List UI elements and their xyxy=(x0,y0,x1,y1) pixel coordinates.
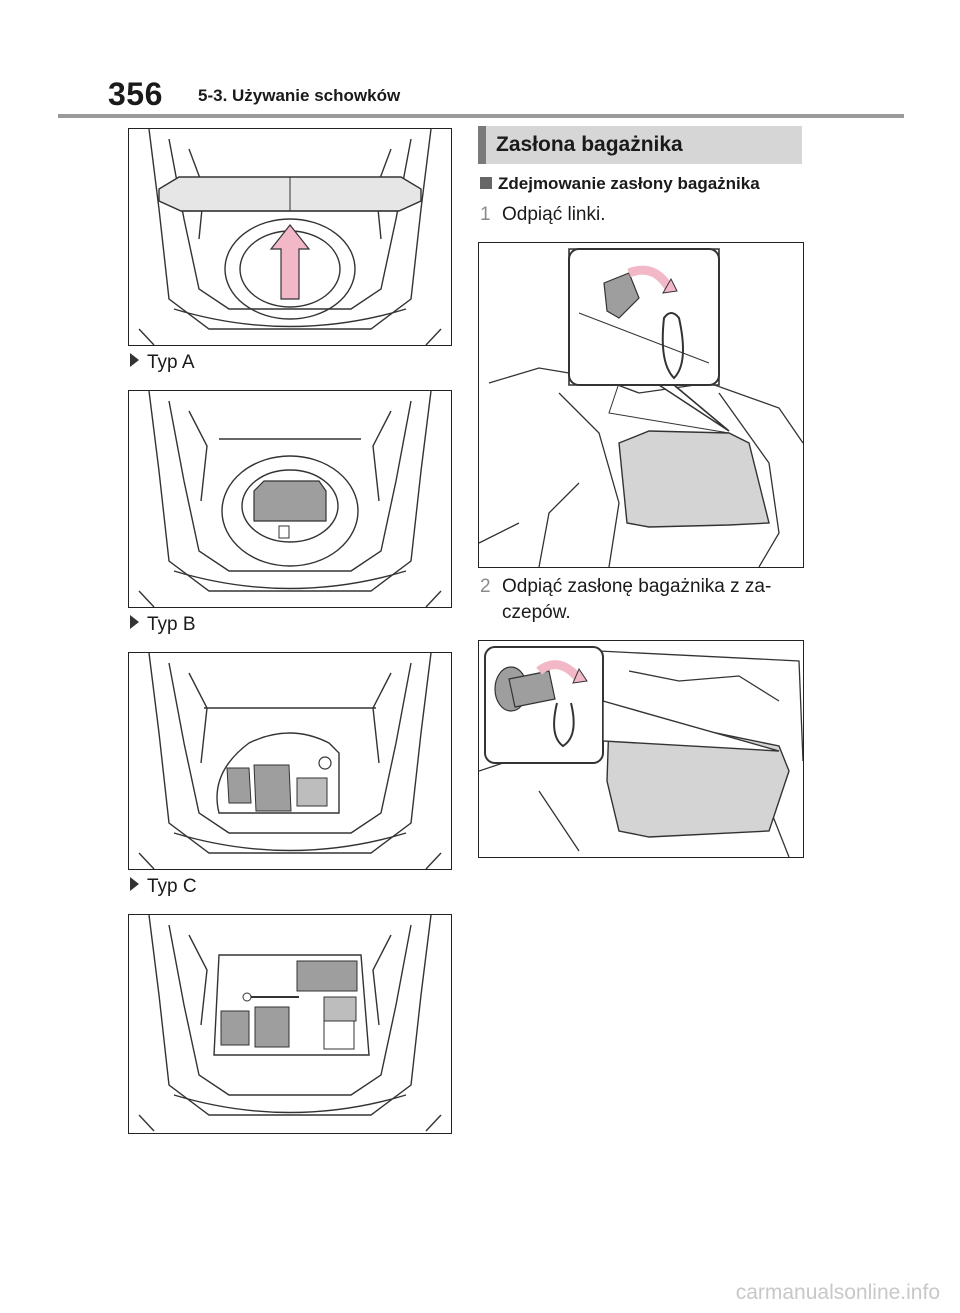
figure-trunk-cover-lift xyxy=(128,128,452,346)
topic-heading-box: Zasłona bagażnika xyxy=(478,126,802,164)
figure-detach-cover xyxy=(478,640,804,858)
caption-type-a: Typ A xyxy=(130,352,195,374)
subheading: Zdejmowanie zasłony bagażnika xyxy=(480,174,760,194)
step-1-number: 1 xyxy=(480,204,491,225)
caption-type-c: Typ C xyxy=(130,876,197,898)
header-divider xyxy=(58,114,904,118)
triangle-bullet-icon xyxy=(130,615,139,629)
caption-type-b-text: Typ B xyxy=(147,614,196,635)
step-2-text-line1: Odpiąć zasłonę bagażnika z za- xyxy=(502,576,772,597)
watermark: carmanualsonline.info xyxy=(735,1281,940,1304)
caption-type-a-text: Typ A xyxy=(147,352,195,373)
caption-type-b: Typ B xyxy=(130,614,196,636)
detach-cover-illustration xyxy=(479,646,803,857)
trunk-type-a-illustration xyxy=(138,391,442,607)
page-number: 356 xyxy=(108,76,163,112)
step-2: 2 Odpiąć zasłonę bagażnika z za- czepów. xyxy=(480,574,810,626)
section-title: 5-3. Używanie schowków xyxy=(198,86,401,105)
unhook-straps-illustration xyxy=(479,248,803,567)
trunk-type-c-illustration xyxy=(138,915,442,1132)
trunk-type-b-illustration xyxy=(138,653,442,869)
figure-type-c xyxy=(128,914,452,1134)
step-1-text: Odpiąć linki. xyxy=(502,204,606,225)
caption-type-c-text: Typ C xyxy=(147,876,197,897)
step-2-number: 2 xyxy=(480,576,491,597)
figure-unhook-straps xyxy=(478,242,804,568)
figure-type-a xyxy=(128,390,452,608)
step-2-text-line2: czepów. xyxy=(502,602,571,623)
topic-heading-bar xyxy=(478,126,486,164)
subheading-text: Zdejmowanie zasłony bagażnika xyxy=(498,174,760,193)
triangle-bullet-icon xyxy=(130,877,139,891)
square-bullet-icon xyxy=(480,177,492,189)
triangle-bullet-icon xyxy=(130,353,139,367)
step-1: 1 Odpiąć linki. xyxy=(480,202,810,228)
trunk-illustration xyxy=(138,129,442,345)
topic-title: Zasłona bagażnika xyxy=(496,133,683,156)
figure-type-b xyxy=(128,652,452,870)
